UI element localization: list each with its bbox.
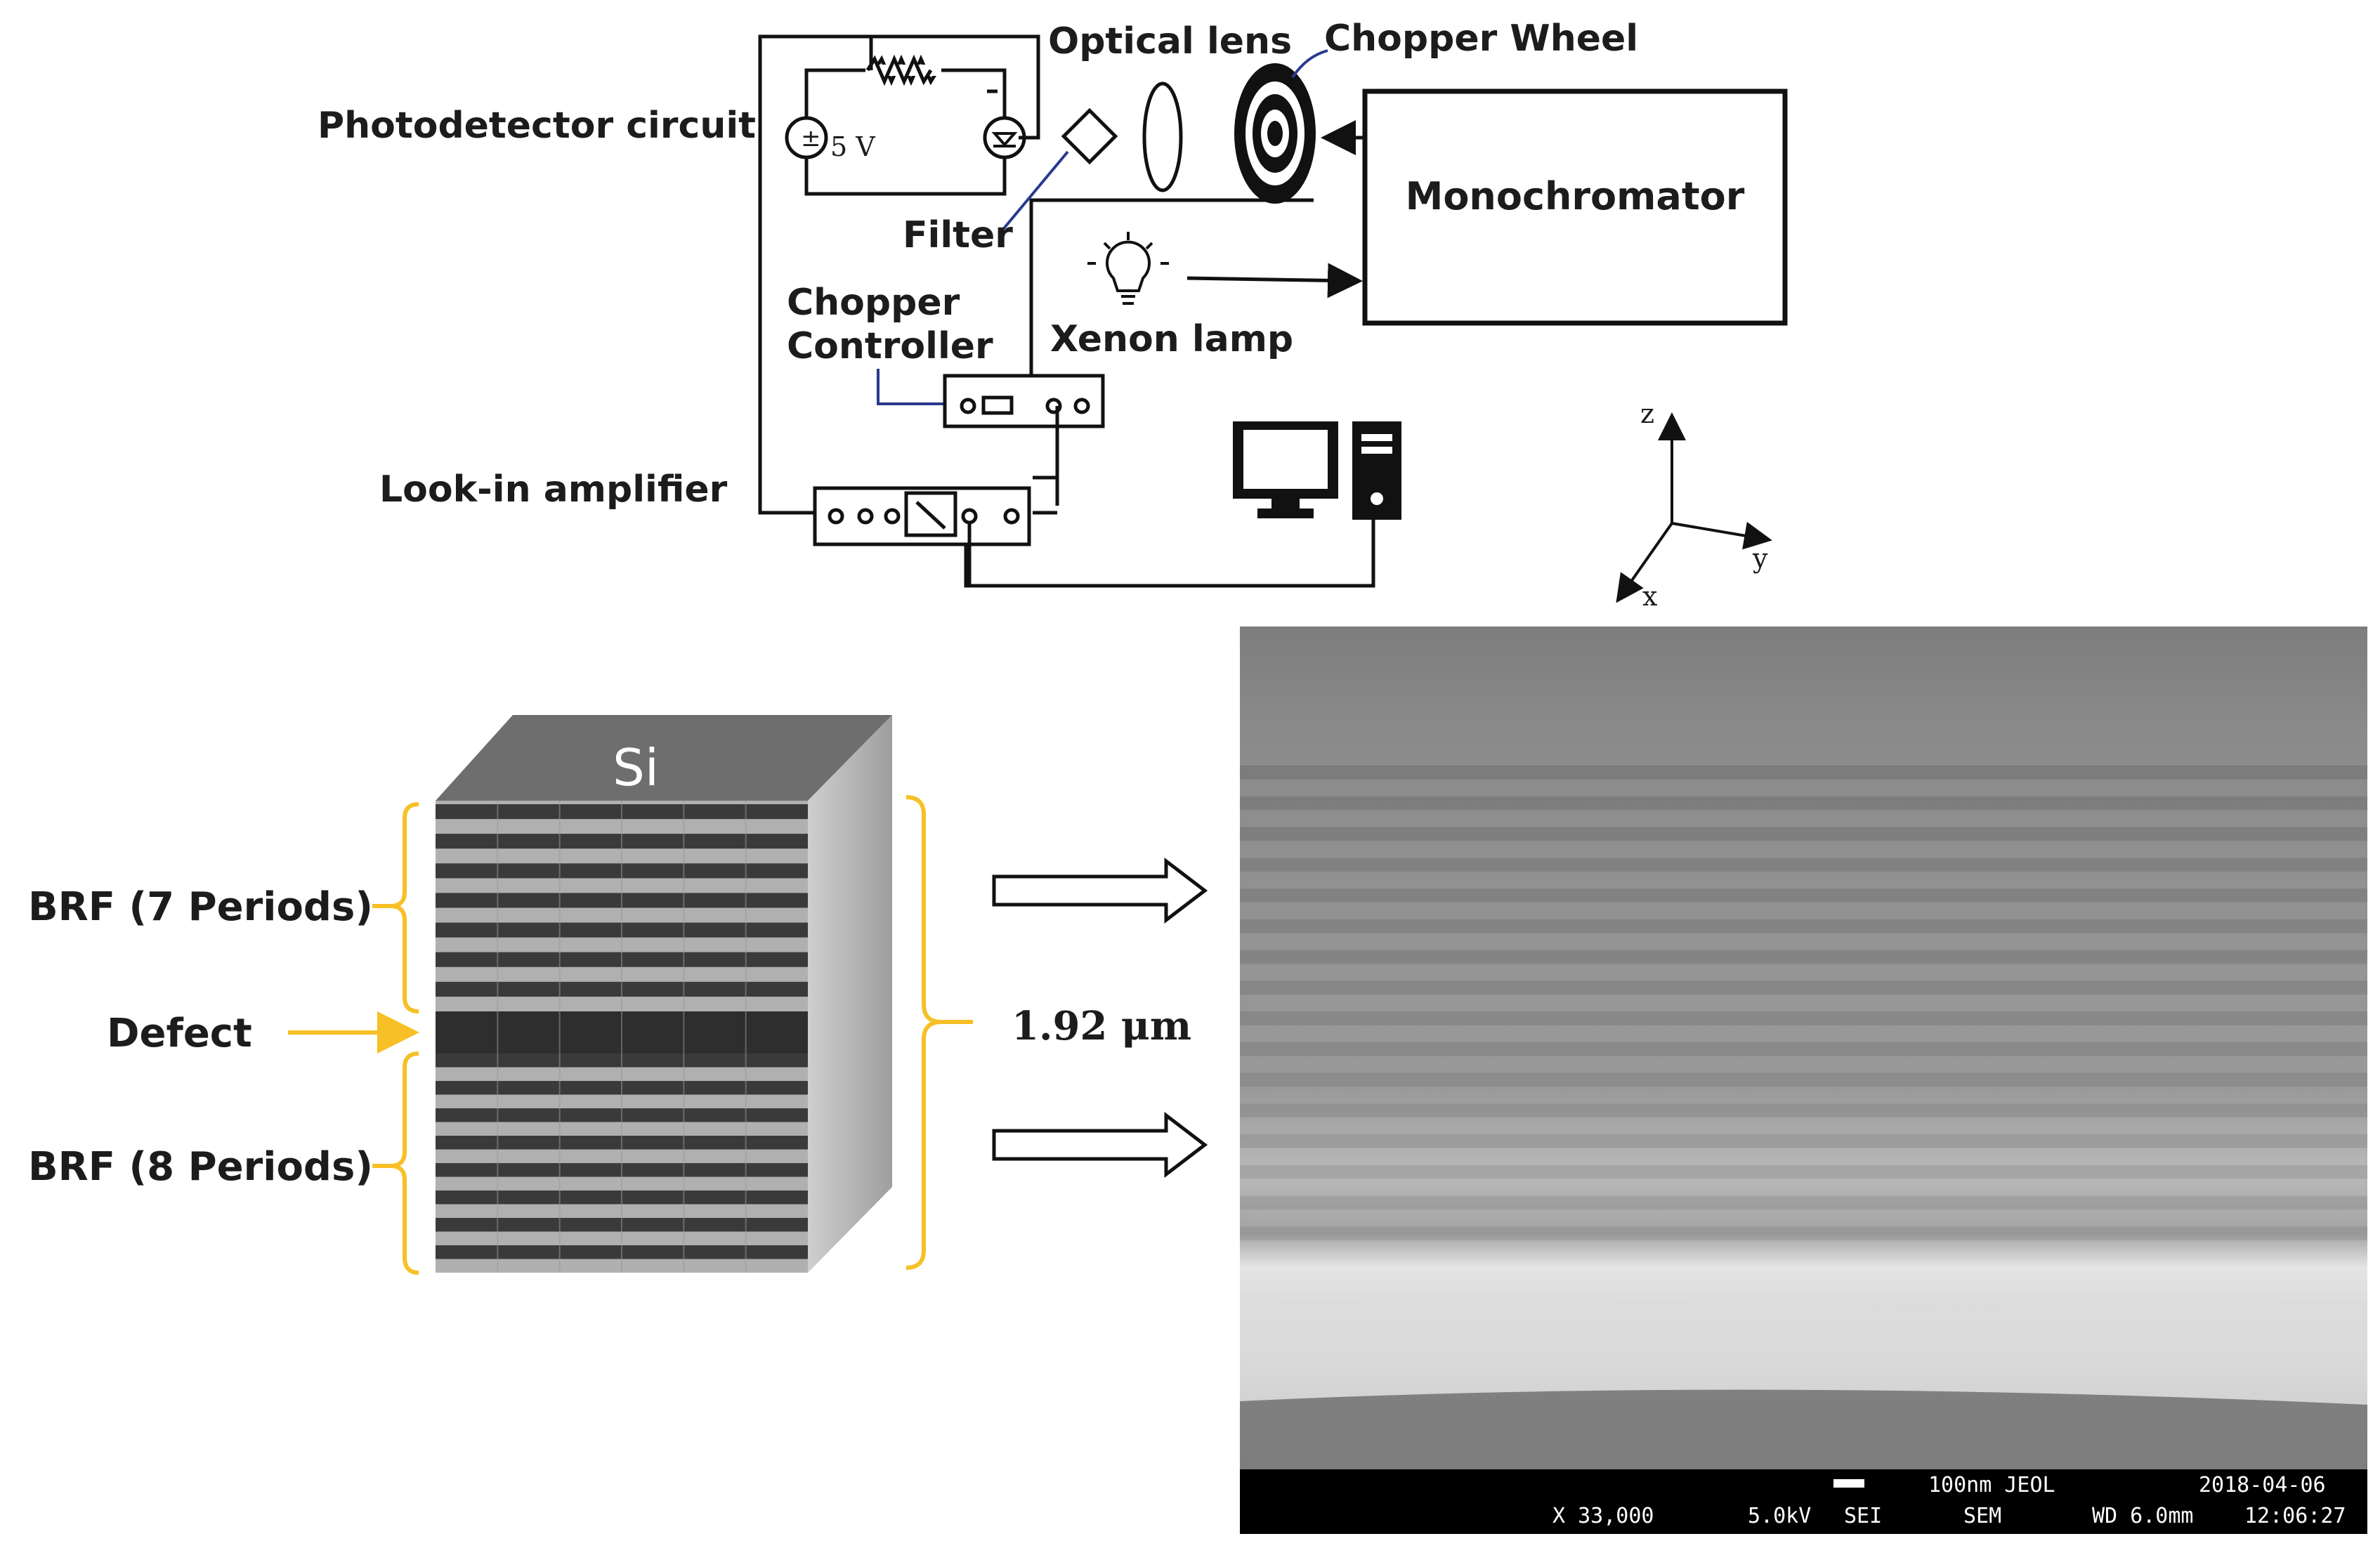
brf-top-label: BRF (7 Periods) xyxy=(28,884,373,930)
sem-band xyxy=(1240,1103,2367,1117)
axis-z-label: z xyxy=(1640,398,1654,429)
chopper-wheel-icon xyxy=(1234,63,1316,204)
sem-band xyxy=(1240,1165,2367,1179)
si-top-face xyxy=(436,715,892,801)
xenon-lamp-label: Xenon lamp xyxy=(1050,318,1293,360)
chopper-wheel-label: Chopper Wheel xyxy=(1324,18,1638,60)
sem-scalebar-label: 100nm JEOL xyxy=(1928,1473,2055,1497)
chopper-controller-box xyxy=(943,374,1105,428)
sem-info-bar xyxy=(1240,1469,2367,1534)
lockin-label: Look-in amplifier xyxy=(379,468,728,511)
sem-layer-texture xyxy=(1240,766,2367,1240)
optical-lens-icon xyxy=(1142,81,1183,192)
sem-voltage: 5.0kV xyxy=(1748,1504,1811,1528)
sem-band xyxy=(1240,1195,2367,1210)
sem-band xyxy=(1240,980,2367,995)
axis-y-label: y xyxy=(1752,543,1768,574)
left-brackets xyxy=(372,795,973,1275)
chopper-controller-label-line2: Controller xyxy=(787,325,993,367)
sem-image: 100nm JEOL 2018-04-06 X 33,000 5.0kV SEI… xyxy=(1240,627,2367,1534)
sem-band xyxy=(1240,919,2367,933)
computer-icon xyxy=(1233,421,1401,520)
sem-band xyxy=(1240,858,2367,872)
chopper-controller-label-line1: Chopper xyxy=(787,282,960,324)
sem-working-distance: WD 6.0mm xyxy=(2092,1504,2194,1528)
monochromator-label: Monochromator xyxy=(1406,174,1745,218)
sem-mode: SEM xyxy=(1963,1504,2001,1528)
side-face xyxy=(808,715,892,1273)
hollow-arrow-bottom xyxy=(992,1111,1208,1179)
xenon-lamp-icon xyxy=(1087,232,1169,305)
sem-time: 12:06:27 xyxy=(2244,1504,2346,1528)
sem-band xyxy=(1240,950,2367,964)
coordinate-axes xyxy=(1616,412,1772,603)
sem-band xyxy=(1240,1011,2367,1025)
filter-icon xyxy=(1061,107,1118,165)
monochromator-box xyxy=(1362,88,1788,326)
multilayer-structure: Si BRF (7 Periods) Defect BRF (8 Periods… xyxy=(28,715,1208,1275)
sem-detector: SEI xyxy=(1844,1504,1882,1528)
sem-band xyxy=(1240,827,2367,841)
filter-label: Filter xyxy=(903,214,1013,256)
lockin-amplifier-box xyxy=(813,486,1031,546)
axis-x-label: x xyxy=(1642,581,1657,612)
layer-stack xyxy=(436,801,808,1273)
sem-magnification: X 33,000 xyxy=(1552,1504,1654,1528)
photodetector-circuit: ± xyxy=(785,54,1026,196)
sem-band xyxy=(1240,766,2367,780)
sem-date: 2018-04-06 xyxy=(2199,1473,2326,1497)
sem-band xyxy=(1240,1134,2367,1148)
photodetector-label: Photodetector circuit xyxy=(318,105,756,147)
photodiode-icon xyxy=(983,116,1026,159)
thickness-label: 1.92 μm xyxy=(1012,1003,1191,1049)
hollow-arrow-top xyxy=(992,857,1208,924)
sem-scale-bar xyxy=(1833,1479,1864,1488)
sem-band xyxy=(1240,1073,2367,1087)
optical-lens-label: Optical lens xyxy=(1048,20,1292,63)
defect-label: Defect xyxy=(107,1011,252,1056)
voltage-source-icon xyxy=(785,116,828,159)
setup-diagram: ± 5 V Photodetector circuit Filter Optic… xyxy=(318,18,1788,612)
sem-band xyxy=(1240,1226,2367,1240)
voltage-label: 5 V xyxy=(830,131,875,162)
sem-band xyxy=(1240,796,2367,811)
brf-bottom-label: BRF (8 Periods) xyxy=(28,1144,373,1190)
sem-band xyxy=(1240,888,2367,903)
svg-text:±: ± xyxy=(801,124,821,152)
si-label: Si xyxy=(613,738,659,797)
sem-band xyxy=(1240,1042,2367,1056)
